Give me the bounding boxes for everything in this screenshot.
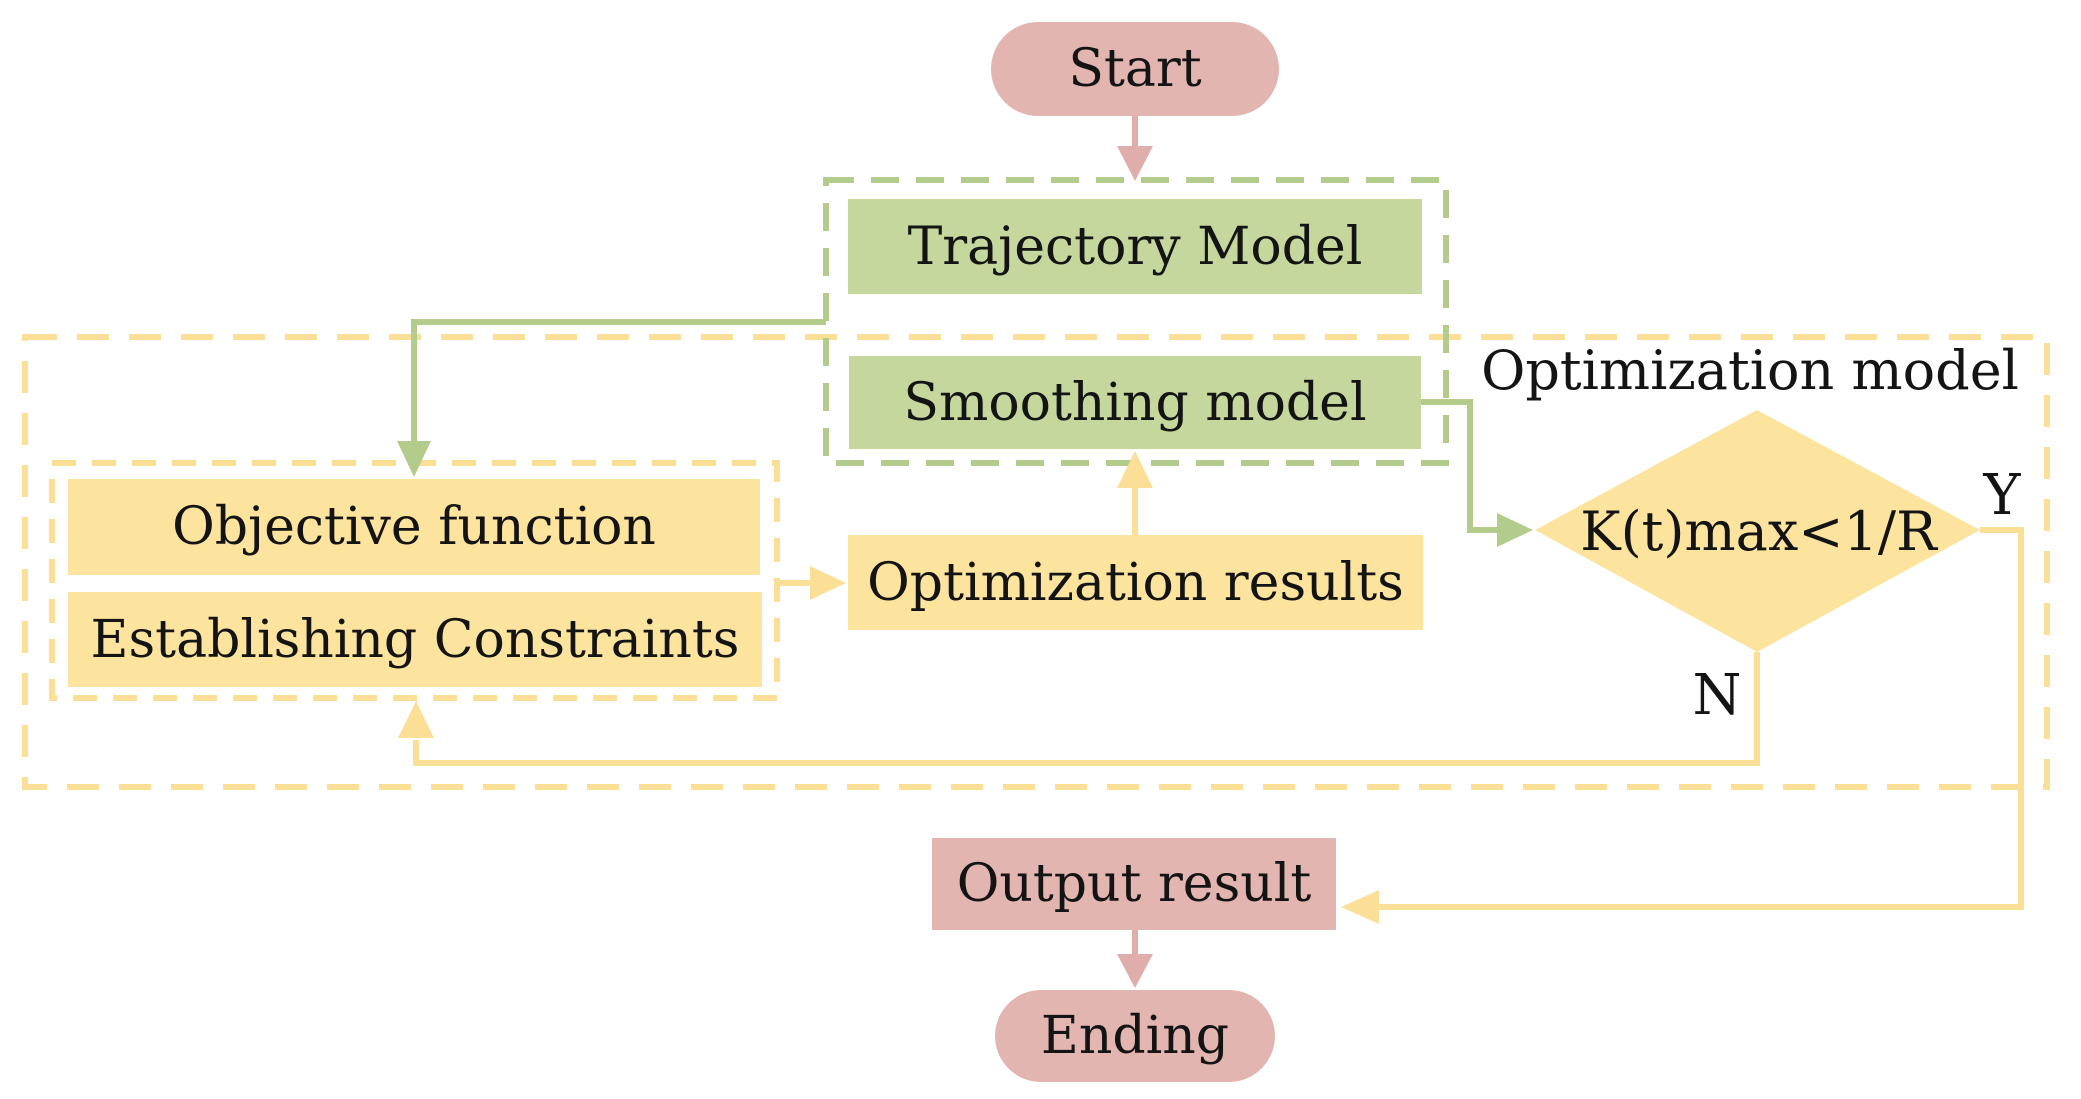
arrow-decision-no-feedback (398, 652, 1760, 766)
branch-no-label: N (1692, 663, 1742, 728)
arrow-constraints-to-results (777, 566, 846, 600)
arrow-results-to-smoothing (1117, 451, 1153, 535)
trajectory-model-node: Trajectory Model (848, 199, 1422, 294)
arrow-decision-yes-to-output (1341, 527, 2024, 924)
establishing-constraints-node: Establishing Constraints (68, 592, 762, 687)
smoothing-model-node: Smoothing model (849, 356, 1421, 449)
objective-function-node: Objective function (68, 479, 760, 575)
arrow-start-to-trajectory (1117, 116, 1153, 181)
branch-yes-label: Y (1983, 463, 2021, 528)
ending-node: Ending (995, 990, 1275, 1082)
decision-diamond (1535, 410, 1980, 652)
decision-condition-label: K(t)max<1/R (1580, 500, 1937, 563)
start-node: Start (991, 22, 1279, 116)
optimization-results-node: Optimization results (848, 535, 1423, 630)
optimization-model-section-label: Optimization model (1481, 339, 2019, 402)
arrow-smoothing-to-decision (1420, 399, 1533, 547)
arrow-output-to-ending (1117, 930, 1153, 988)
optimization-model-dashed-border (22, 334, 2050, 790)
output-result-node: Output result (932, 838, 1336, 930)
arrow-model-to-objective (397, 319, 826, 477)
